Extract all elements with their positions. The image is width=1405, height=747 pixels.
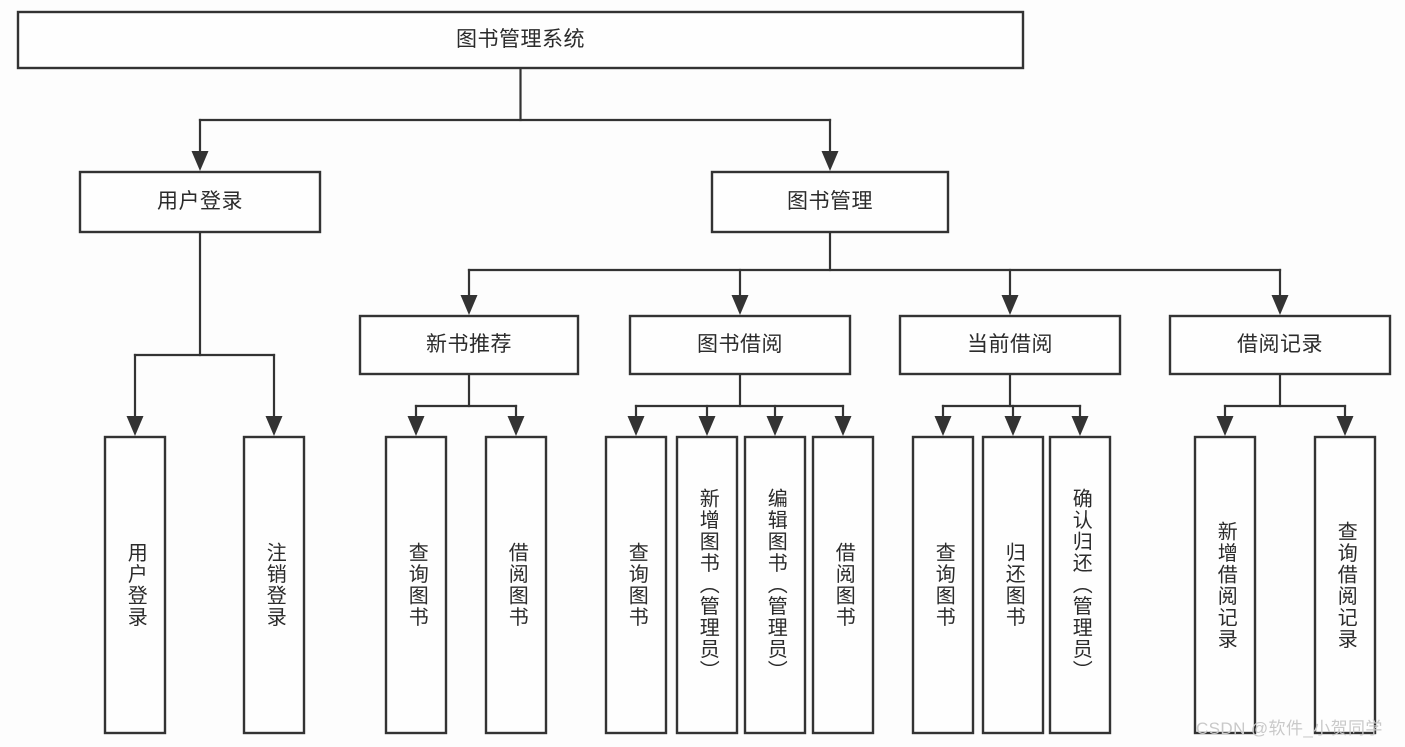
arrow-head-icon — [1004, 416, 1022, 436]
boxes-layer — [16, 10, 1392, 735]
csdn-watermark: CSDN @软件_小贺同学 — [1196, 719, 1383, 738]
arrow-head-icon — [1071, 416, 1089, 436]
arrow-head-icon — [191, 151, 209, 171]
node-box-lvl3_b — [628, 314, 852, 376]
arrow-head-icon — [507, 416, 525, 436]
node-box-lvl2_b — [710, 170, 950, 234]
arrow-head-icon — [731, 295, 749, 315]
edges-layer — [126, 66, 1354, 436]
arrow-head-icon — [407, 416, 425, 436]
arrow-head-icon — [1001, 295, 1019, 315]
node-box-lvl3_a — [358, 314, 580, 376]
node-box-lvl3_c — [898, 314, 1122, 376]
arrow-head-icon — [766, 416, 784, 436]
node-box-leaf_c2 — [675, 435, 739, 735]
node-box-root — [16, 10, 1025, 70]
node-box-leaf_d2 — [981, 435, 1045, 735]
node-box-leaf_a1 — [103, 435, 167, 735]
arrow-head-icon — [126, 416, 144, 436]
arrow-head-icon — [821, 151, 839, 171]
arrow-head-icon — [698, 416, 716, 436]
arrow-head-icon — [1216, 416, 1234, 436]
arrow-head-icon — [834, 416, 852, 436]
node-box-leaf_e1 — [1193, 435, 1257, 735]
node-box-leaf_b2 — [484, 435, 548, 735]
node-box-lvl2_a — [78, 170, 322, 234]
arrow-head-icon — [1271, 295, 1289, 315]
arrow-head-icon — [1336, 416, 1354, 436]
node-box-leaf_c1 — [604, 435, 668, 735]
node-box-lvl3_d — [1168, 314, 1392, 376]
node-box-leaf_e2 — [1313, 435, 1377, 735]
arrow-head-icon — [627, 416, 645, 436]
node-box-leaf_c3 — [743, 435, 807, 735]
arrow-head-icon — [934, 416, 952, 436]
node-box-leaf_c4 — [811, 435, 875, 735]
node-box-leaf_d1 — [911, 435, 975, 735]
node-box-leaf_b1 — [384, 435, 448, 735]
arrow-head-icon — [460, 295, 478, 315]
node-box-leaf_d3 — [1048, 435, 1112, 735]
arrow-head-icon — [265, 416, 283, 436]
node-box-leaf_a2 — [242, 435, 306, 735]
